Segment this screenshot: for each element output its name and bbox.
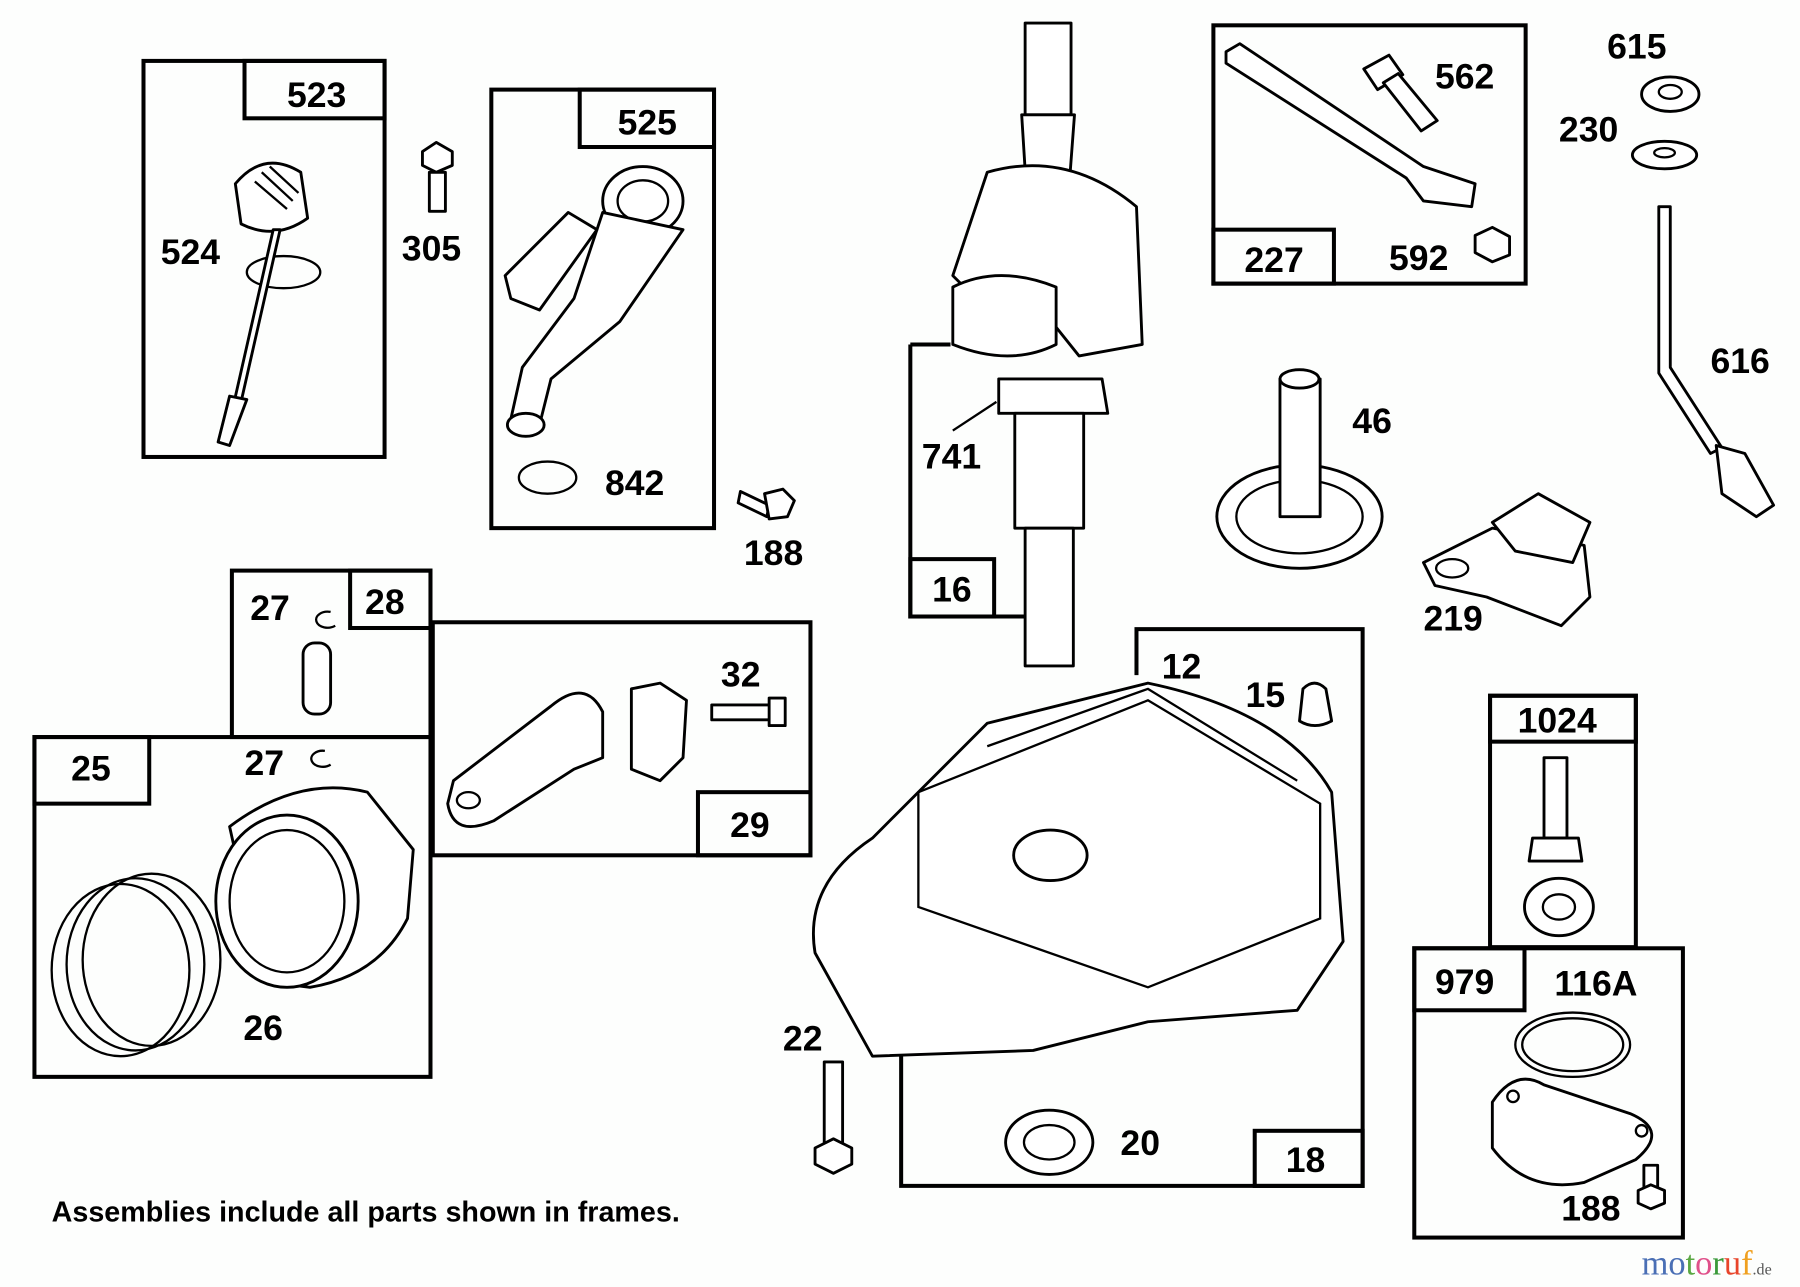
frame-16: 16 741 <box>908 342 1026 619</box>
part-label-305: 305 <box>402 229 461 269</box>
footnote-text: Assemblies include all parts shown in fr… <box>52 1196 680 1228</box>
part-label-20: 20 <box>1120 1123 1160 1163</box>
piston-part <box>214 786 415 989</box>
governor-shaft-616: 616 <box>1657 205 1776 519</box>
frame-979: 979 116A 188 <box>1412 946 1685 1240</box>
part-label-230: 230 <box>1559 109 1618 149</box>
camshaft-46: 46 <box>1215 368 1392 570</box>
part-label-615: 615 <box>1607 27 1666 67</box>
frame-525: 525 842 <box>489 87 717 531</box>
part-label-22: 22 <box>783 1018 823 1058</box>
frame-28: 28 27 <box>229 568 433 740</box>
bolt-22: 22 <box>783 1018 854 1175</box>
connecting-rod-part <box>446 681 787 829</box>
watermark-logo: motoruf.de <box>1642 1244 1772 1282</box>
washer-230: 230 <box>1559 109 1699 171</box>
frame-label-25: 25 <box>71 749 111 789</box>
part-label-524: 524 <box>161 232 221 272</box>
washer-615: 615 <box>1607 27 1701 113</box>
frame-label-227: 227 <box>1244 240 1303 280</box>
frame-label-29: 29 <box>730 805 770 845</box>
part-label-592: 592 <box>1389 238 1448 278</box>
frame-label-525: 525 <box>618 102 677 142</box>
frame-label-28: 28 <box>365 582 405 622</box>
frame-label-16: 16 <box>932 570 972 610</box>
part-label-616: 616 <box>1710 341 1769 381</box>
part-label-188-b: 188 <box>1561 1188 1620 1228</box>
frame-227: 227 562 592 <box>1211 23 1528 286</box>
oil-seal-20 <box>1004 1108 1095 1176</box>
crankshaft-part <box>951 21 1144 668</box>
part-label-741: 741 <box>922 436 981 476</box>
part-label-188-a: 188 <box>744 533 803 573</box>
frame-29: 29 32 <box>430 620 813 858</box>
svg-text:motoruf.de: motoruf.de <box>1642 1244 1772 1282</box>
frame-1024: 1024 <box>1488 693 1638 950</box>
screw-188: 188 <box>736 487 803 573</box>
frame-25: 25 27 26 <box>32 735 433 1079</box>
frame-label-979: 979 <box>1435 962 1494 1002</box>
part-label-12: 12 <box>1162 647 1202 687</box>
part-label-32: 32 <box>721 655 761 695</box>
frame-label-18: 18 <box>1286 1140 1326 1180</box>
part-label-562: 562 <box>1435 56 1494 96</box>
governor-219: 219 <box>1422 492 1592 638</box>
frame-label-523: 523 <box>287 75 346 115</box>
part-label-26: 26 <box>243 1008 283 1048</box>
part-label-27-a: 27 <box>250 588 290 628</box>
frame-18: 18 12 15 20 <box>811 627 1365 1188</box>
sump-part <box>811 681 1345 1058</box>
frame-label-1024: 1024 <box>1518 700 1597 740</box>
fill-tube-part <box>503 165 685 438</box>
part-label-15: 15 <box>1246 675 1286 715</box>
part-label-46: 46 <box>1352 401 1392 441</box>
part-label-27-b: 27 <box>245 743 285 783</box>
piston-rings-part <box>50 872 222 1058</box>
part-label-842: 842 <box>605 463 664 503</box>
part-label-116A: 116A <box>1554 963 1637 1003</box>
part-label-219: 219 <box>1423 598 1482 638</box>
bolt-305: 305 <box>402 140 461 269</box>
dipstick-part <box>216 161 322 447</box>
frame-523: 523 524 <box>141 58 387 459</box>
